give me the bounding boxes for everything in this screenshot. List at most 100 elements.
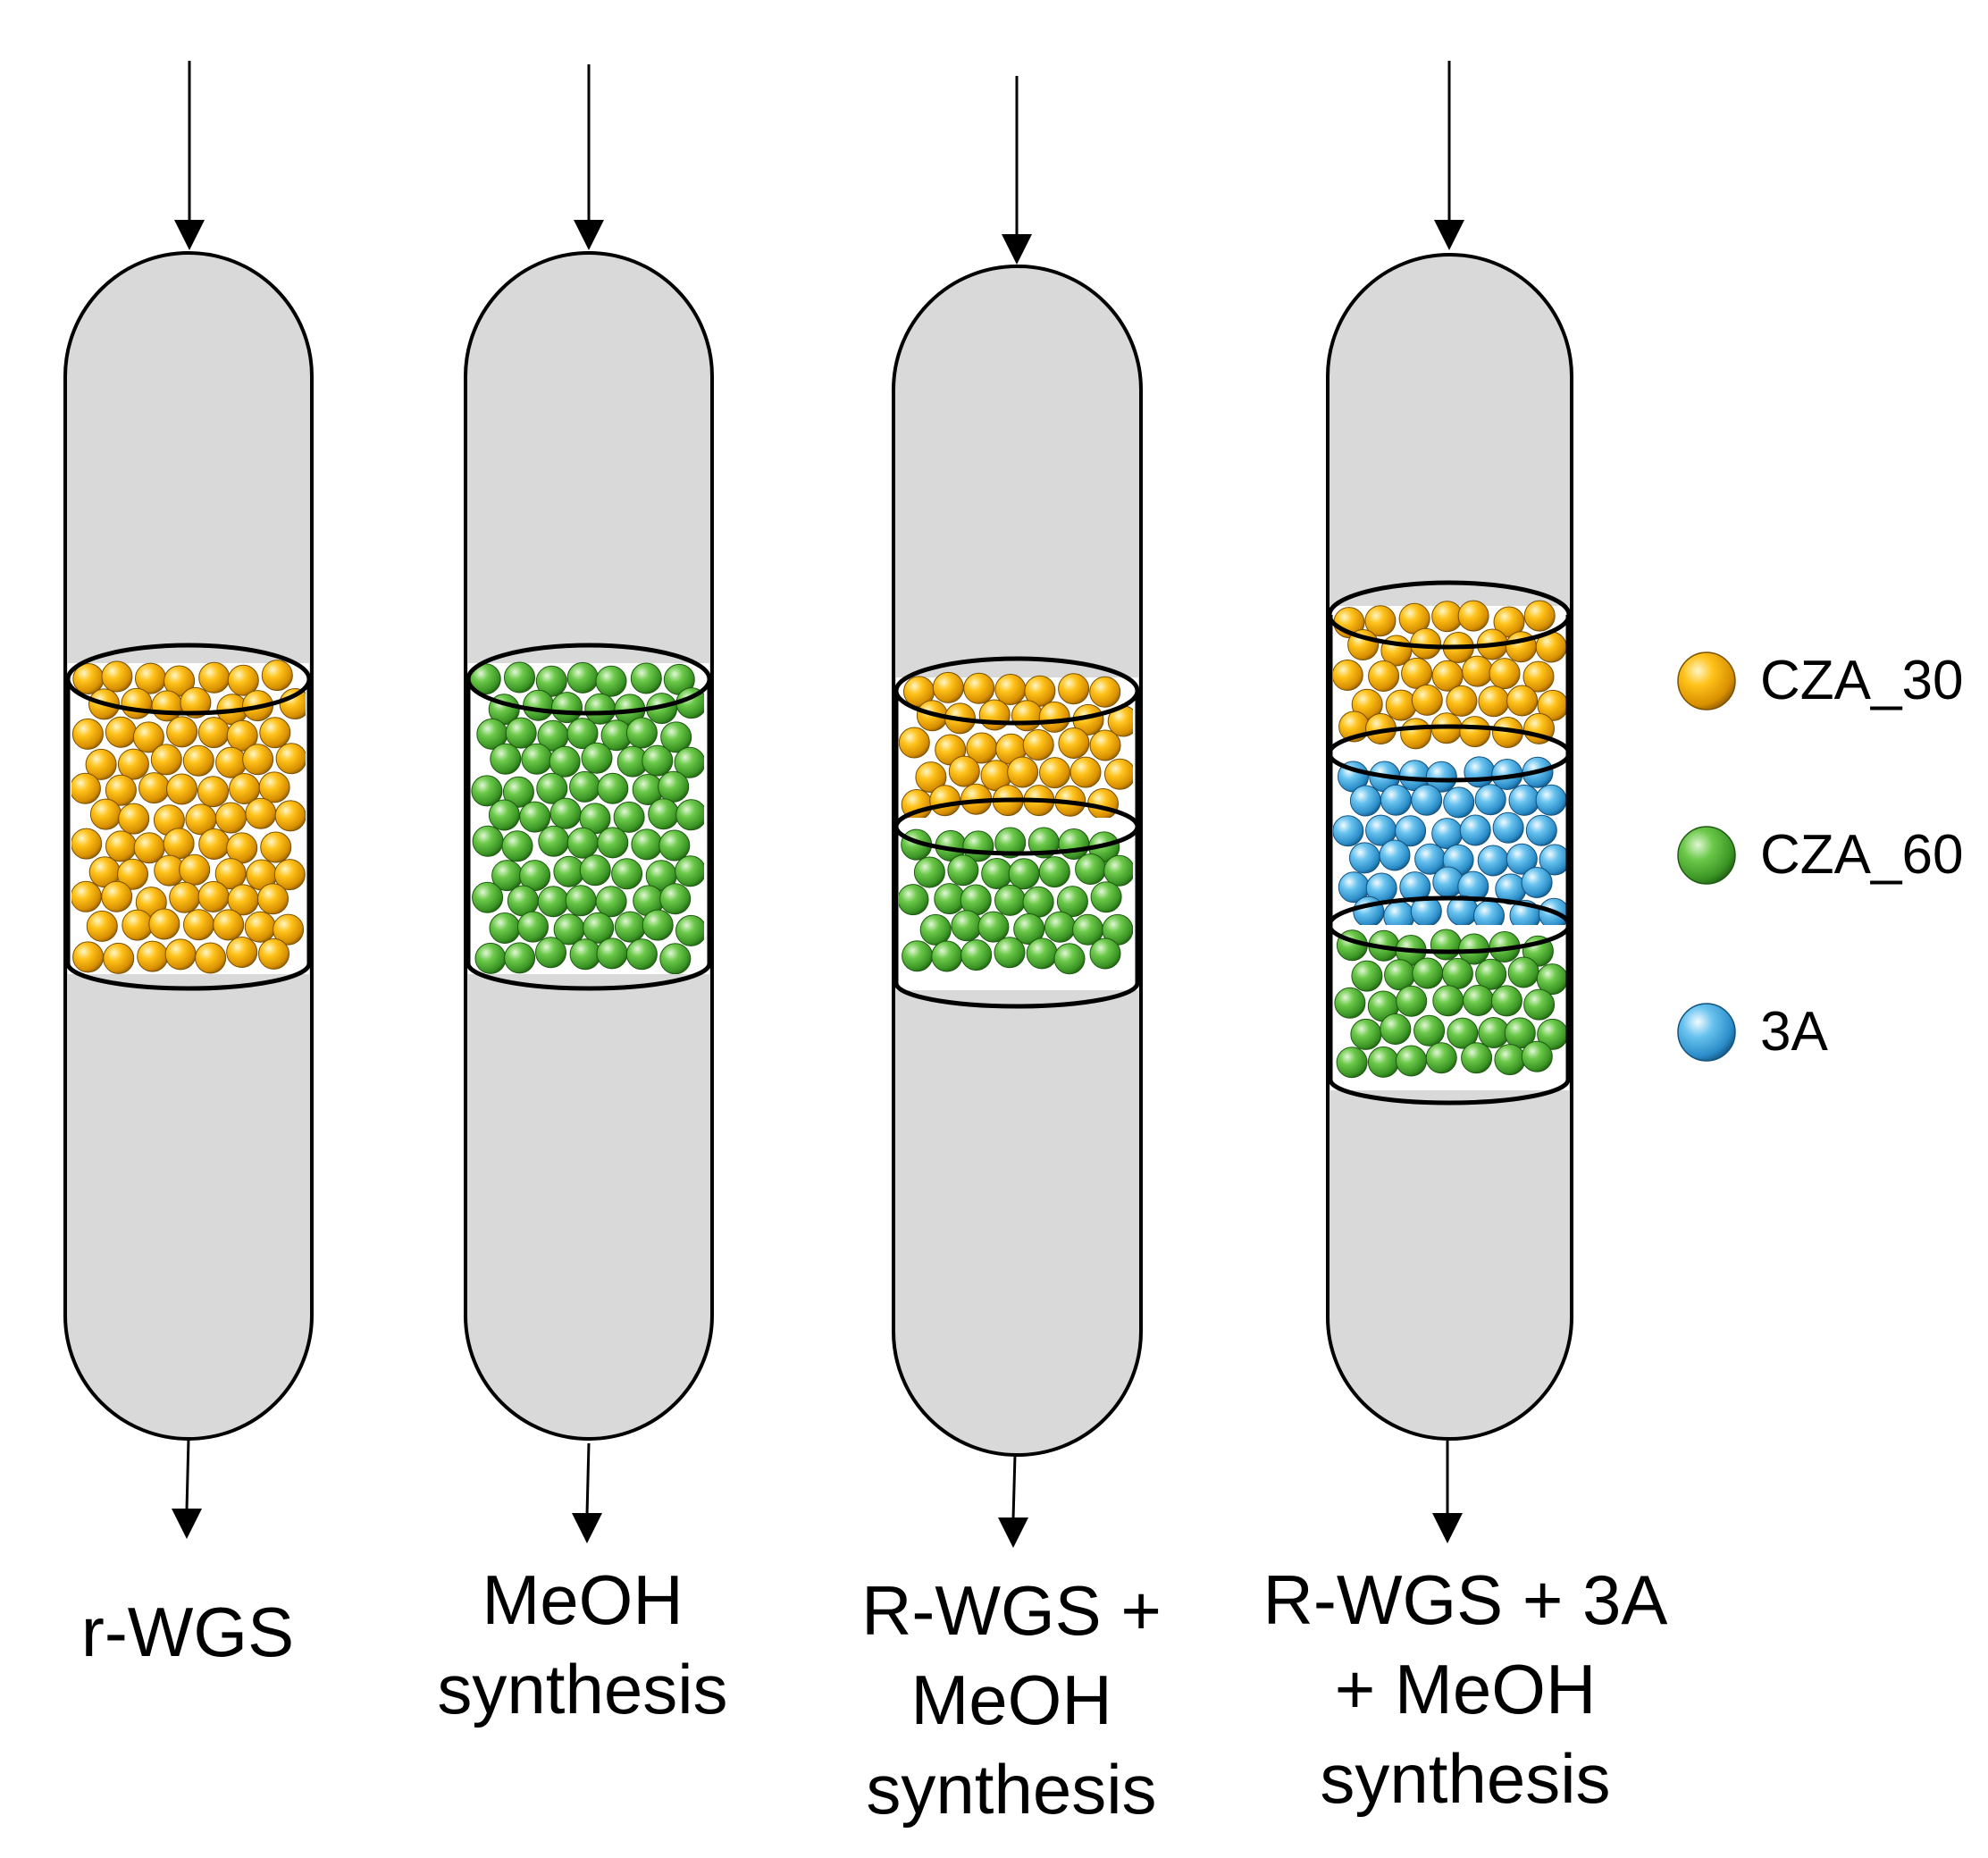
catalyst-particle — [259, 717, 291, 749]
catalyst-particle — [197, 717, 230, 749]
catalyst-particle — [535, 937, 566, 969]
catalyst-particle — [581, 742, 613, 774]
catalyst-particle — [1058, 727, 1090, 759]
catalyst-particle — [1411, 784, 1443, 816]
catalyst-particle — [675, 914, 704, 946]
catalyst-particle — [1508, 784, 1540, 816]
catalyst-particle — [659, 883, 692, 915]
catalyst-particle — [1431, 818, 1464, 850]
catalyst-particle — [978, 699, 1011, 731]
catalyst-particle — [1008, 858, 1040, 890]
catalyst-particle — [274, 800, 306, 832]
catalyst-particle — [1351, 960, 1383, 992]
catalyst-particle — [197, 776, 229, 808]
catalyst-particle — [566, 827, 599, 859]
catalyst-particle — [1431, 601, 1464, 633]
catalyst-particle — [960, 939, 993, 971]
catalyst-particle — [1462, 655, 1494, 687]
catalyst-particle — [101, 880, 133, 912]
caption-line: synthesis — [866, 1750, 1157, 1829]
catalyst-particle — [595, 665, 627, 697]
catalyst-particle — [1475, 958, 1507, 990]
catalyst-particle — [1053, 943, 1086, 975]
catalyst-particle — [273, 859, 306, 891]
catalyst-particle — [488, 799, 520, 831]
caption-line: r-WGS — [80, 1593, 295, 1671]
catalyst-particle — [138, 772, 171, 804]
catalyst-particle — [566, 718, 599, 750]
catalyst-particle — [1522, 660, 1555, 693]
catalyst-particle — [549, 745, 581, 778]
catalyst-particle — [166, 716, 198, 748]
catalyst-particle — [273, 913, 305, 946]
catalyst-particle — [1089, 937, 1121, 970]
catalyst-particle — [1464, 756, 1496, 788]
catalyst-particle — [569, 938, 601, 971]
catalyst-particle — [1539, 844, 1567, 876]
inlet-arrowhead — [1002, 234, 1032, 265]
catalyst-particle — [523, 689, 555, 721]
catalyst-particle — [994, 674, 1027, 705]
catalyst-particle — [1535, 784, 1567, 816]
catalyst-particle — [1443, 786, 1475, 819]
catalyst-particle — [121, 687, 153, 719]
catalyst-particle — [226, 719, 258, 752]
legend-marker-cza60 — [1677, 826, 1736, 885]
catalyst-particle — [244, 911, 276, 943]
catalyst-particle — [227, 664, 259, 696]
catalyst-particle — [166, 773, 197, 805]
catalyst-particle — [1013, 913, 1045, 945]
catalyst-particle — [977, 911, 1010, 943]
catalyst-particle — [257, 883, 289, 915]
catalyst-particle — [132, 721, 164, 753]
catalyst-particle — [1075, 853, 1107, 885]
catalyst-particle — [1334, 987, 1366, 1019]
catalyst-particle — [1478, 685, 1510, 718]
catalyst-particle — [625, 717, 658, 749]
catalyst-particle — [1349, 842, 1380, 874]
catalyst-particle — [994, 827, 1027, 859]
catalyst-particle — [981, 858, 1013, 889]
catalyst-particle — [122, 909, 154, 941]
catalyst-particle — [915, 761, 947, 794]
caption-r3: R-WGS + MeOH synthesis — [761, 1566, 1262, 1834]
catalyst-particle — [597, 827, 629, 859]
catalyst-particle — [226, 937, 258, 968]
catalyst-particle — [1090, 881, 1122, 913]
catalyst-particle — [1396, 985, 1428, 1017]
catalyst-particle — [163, 828, 195, 860]
catalyst-particle — [198, 661, 231, 694]
catalyst-particle — [1523, 600, 1556, 632]
caption-line: synthesis — [437, 1650, 728, 1728]
catalyst-particle — [1463, 985, 1495, 1016]
catalyst-particle — [1506, 843, 1538, 875]
reactor-r4 — [1326, 61, 1573, 1543]
catalyst-particle — [105, 774, 137, 806]
catalyst-particle — [658, 829, 691, 862]
catalyst-particle — [489, 912, 521, 944]
catalyst-particle — [504, 661, 535, 694]
outlet-arrowhead — [572, 1513, 602, 1543]
catalyst-particle — [517, 911, 549, 943]
catalyst-particle — [195, 942, 227, 974]
catalyst-particle — [472, 881, 504, 913]
catalyst-particle — [674, 746, 704, 778]
catalyst-particle — [1385, 689, 1417, 721]
catalyst-particle — [551, 692, 583, 724]
catalyst-particle — [1521, 867, 1553, 898]
catalyst-particle — [1523, 988, 1556, 1021]
outlet-arrowhead — [1432, 1513, 1463, 1543]
catalyst-particle — [1364, 605, 1397, 637]
catalyst-particle — [595, 886, 627, 918]
catalyst-particle — [1478, 1017, 1510, 1048]
catalyst-particle — [1395, 815, 1427, 847]
caption-line: MeOH — [910, 1660, 1112, 1739]
catalyst-particle — [148, 908, 180, 940]
catalyst-particle — [1537, 689, 1567, 721]
catalyst-particle — [648, 798, 680, 830]
catalyst-particle — [929, 785, 961, 817]
reactor-r1 — [63, 61, 314, 1539]
catalyst-particle — [1069, 756, 1102, 788]
legend-marker-3a — [1677, 1003, 1736, 1062]
